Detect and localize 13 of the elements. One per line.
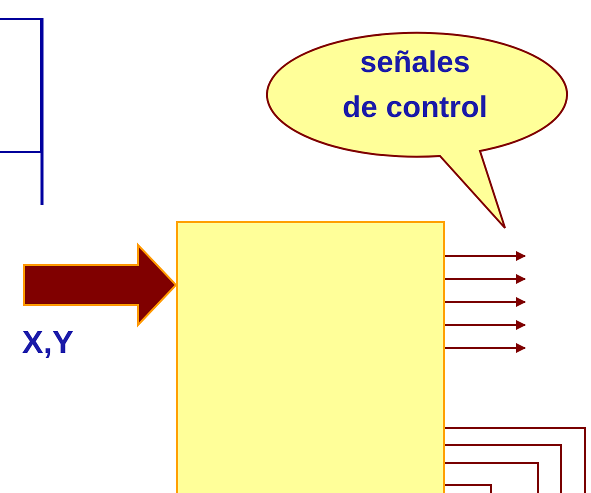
- arrow: [445, 320, 526, 330]
- feedback-line: [445, 444, 562, 493]
- feedback-line: [445, 462, 539, 493]
- bubble-text: señales de control: [341, 45, 488, 126]
- arrow: [445, 297, 526, 307]
- feedback-line: [445, 484, 492, 493]
- arrow: [445, 343, 526, 353]
- block-arrow: [23, 242, 178, 328]
- feedback-line: [445, 427, 586, 493]
- process-box: [176, 221, 445, 493]
- arrow: [445, 274, 526, 284]
- arrow: [445, 251, 526, 261]
- frame-box: [0, 18, 42, 153]
